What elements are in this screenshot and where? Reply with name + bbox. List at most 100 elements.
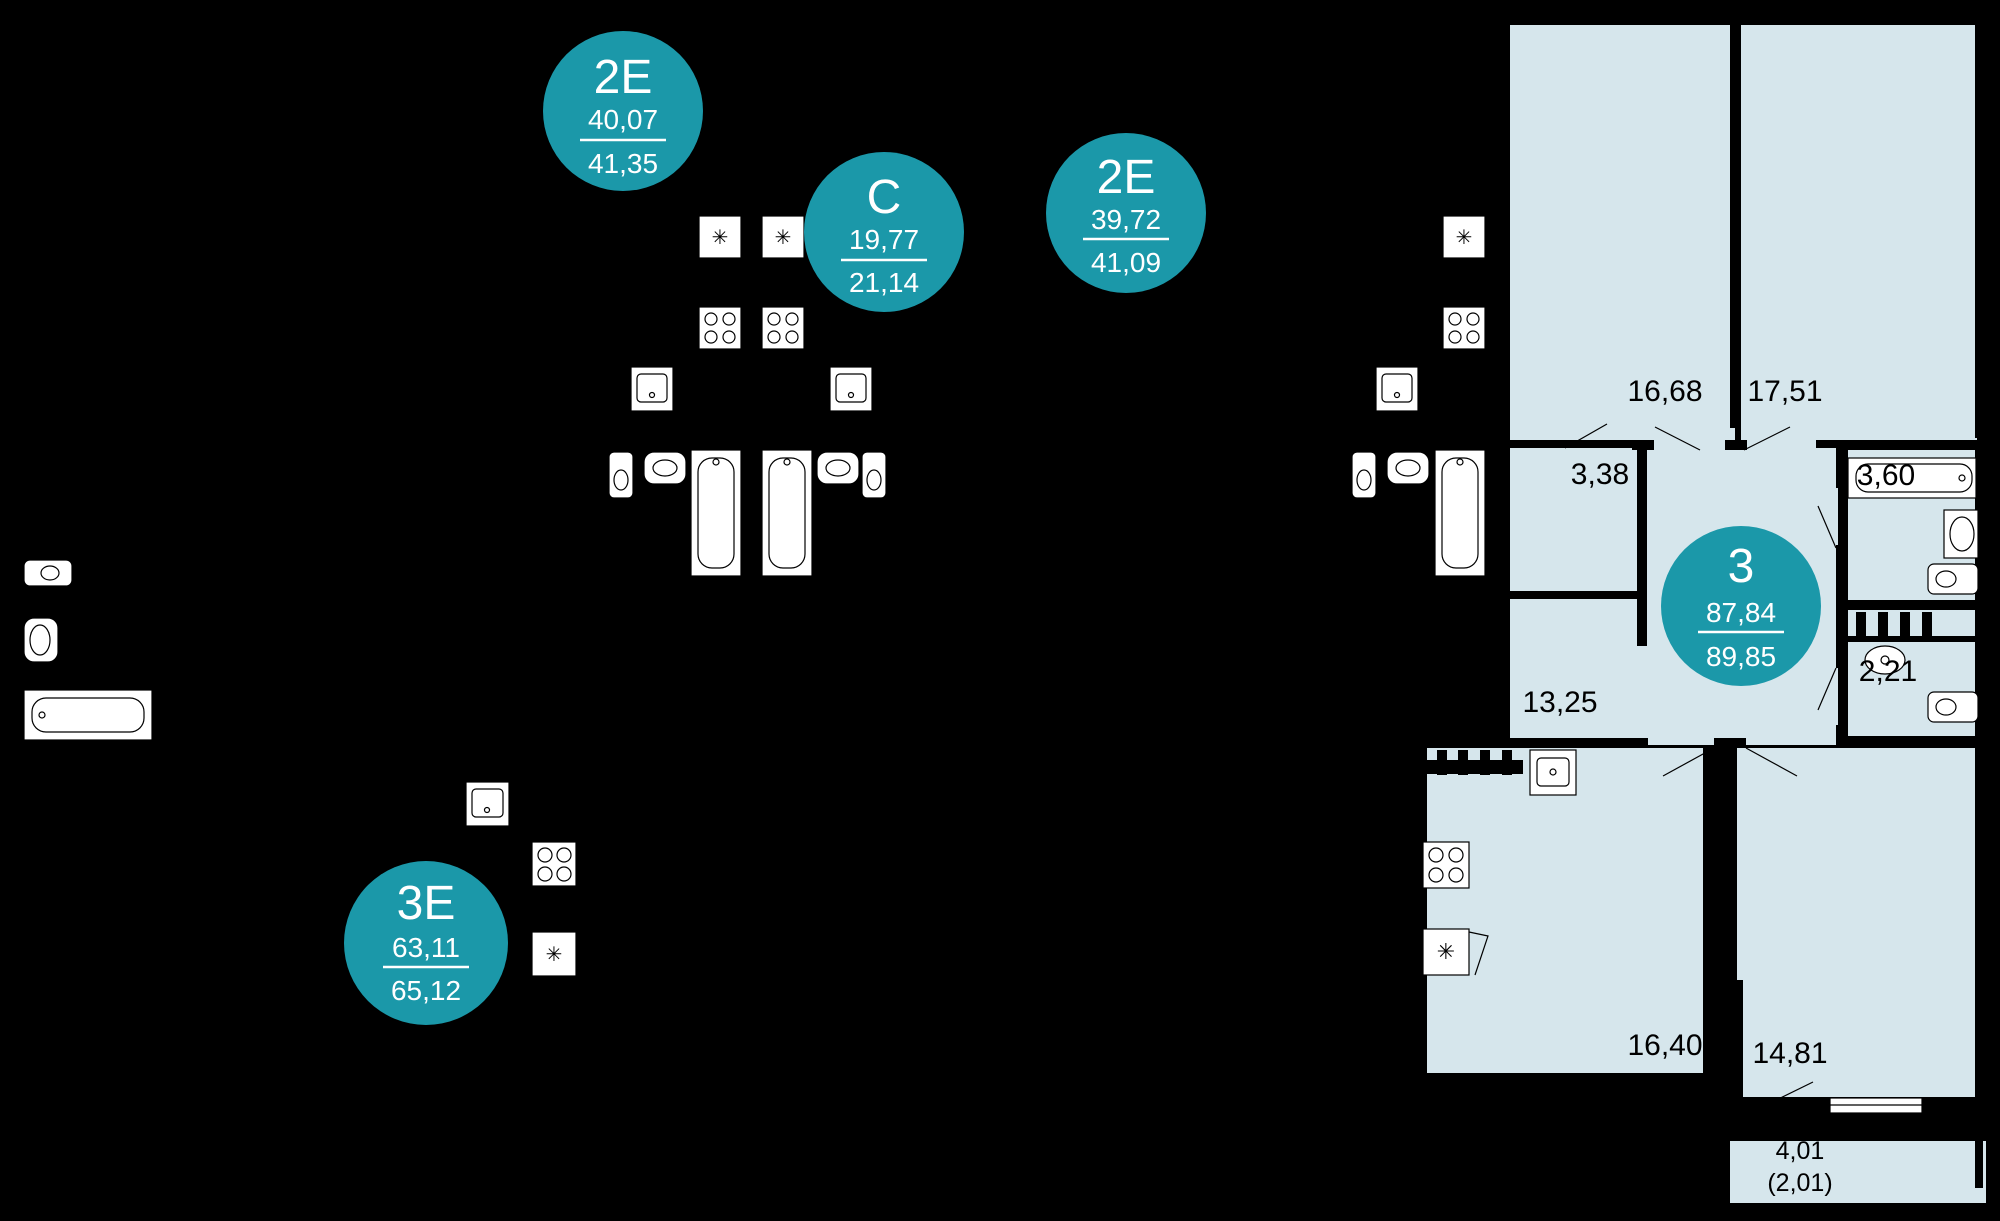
wall xyxy=(1733,980,1743,1100)
bathtub-icon xyxy=(1847,457,1977,499)
door-swing xyxy=(1564,423,1608,449)
wall xyxy=(1836,738,1983,748)
wall xyxy=(1730,1097,1760,1115)
sink-icon xyxy=(630,366,674,412)
balcony-area: 4,01 xyxy=(1776,1137,1825,1165)
fridge-icon: ✳ xyxy=(1422,928,1470,976)
fridge-icon: ✳ xyxy=(698,215,742,259)
bathroom-area: 3,60 xyxy=(1857,459,1915,492)
unit-living-area: 63,11 xyxy=(392,932,460,963)
bathtub-icon xyxy=(690,449,742,577)
wall xyxy=(1725,440,1747,450)
wall xyxy=(1922,612,1932,636)
unit-total-area: 41,09 xyxy=(1091,247,1161,278)
door-swing xyxy=(1654,426,1701,451)
bathtub-icon xyxy=(761,449,813,577)
wall xyxy=(1836,725,1846,745)
unit-total-area: 41,35 xyxy=(588,148,658,179)
unit-badge-2e-left: 2E 40,07 41,35 xyxy=(543,31,703,191)
wall xyxy=(1842,636,1983,642)
wall xyxy=(1730,18,1740,428)
unit-3e-fixtures: ✳ 3E 63,11 65,12 xyxy=(23,559,577,1025)
stove-icon xyxy=(531,841,577,887)
wall xyxy=(1816,440,1983,448)
wall xyxy=(1900,612,1910,636)
wall xyxy=(1458,750,1468,775)
fridge-icon: ✳ xyxy=(761,215,805,259)
door-swing xyxy=(1759,1081,1814,1109)
fridge-icon: ✳ xyxy=(531,931,577,977)
wall xyxy=(1714,738,1746,748)
unit-total-area: 89,85 xyxy=(1706,641,1776,672)
bedroom-right-area: 17,51 xyxy=(1747,375,1822,408)
wall xyxy=(1423,748,1427,1078)
washbasin-icon xyxy=(1386,451,1430,485)
sink-icon xyxy=(829,366,873,412)
wall xyxy=(1856,612,1866,636)
stove-icon xyxy=(1442,306,1486,350)
living-room-area: 14,81 xyxy=(1752,1037,1827,1070)
toilet-icon xyxy=(1927,563,1979,595)
door-swing xyxy=(1817,505,1837,549)
unit-badge-c: C 19,77 21,14 xyxy=(804,152,964,312)
toilet-icon xyxy=(1351,451,1377,499)
unit-total-area: 65,12 xyxy=(391,975,461,1006)
wall xyxy=(1842,602,1983,610)
toilet-icon xyxy=(23,559,73,587)
svg-text:✳: ✳ xyxy=(1437,939,1455,964)
unit-living-area: 87,84 xyxy=(1706,597,1776,628)
washbasin-icon xyxy=(1943,509,1979,559)
wall xyxy=(1480,750,1490,775)
balcony-reduced-area: (2,01) xyxy=(1767,1169,1832,1197)
wall xyxy=(1437,750,1447,775)
unit-type: 2E xyxy=(1097,151,1156,204)
wall xyxy=(1508,738,1648,748)
sink-icon xyxy=(1375,366,1419,412)
wall xyxy=(1878,612,1888,636)
washbasin-icon xyxy=(816,451,860,485)
stove-icon xyxy=(761,306,805,350)
wall xyxy=(1637,448,1647,646)
bathtub-icon xyxy=(23,689,153,741)
unit-badge-2e-right: 2E 39,72 41,09 xyxy=(1046,133,1206,293)
wall xyxy=(1423,760,1523,774)
balcony xyxy=(1730,1137,1986,1203)
hall-area: 13,25 xyxy=(1522,686,1597,719)
toilet-icon xyxy=(1927,691,1979,723)
upper-units-fixtures: ✳ ✳ xyxy=(543,31,1486,577)
door-swing xyxy=(1662,747,1715,777)
door-swing xyxy=(1745,747,1798,777)
unit-living-area: 19,77 xyxy=(849,224,919,255)
stove-icon xyxy=(1422,841,1470,889)
wall xyxy=(1502,750,1512,775)
stove-icon xyxy=(698,306,742,350)
unit-living-area: 40,07 xyxy=(588,104,658,135)
unit-badge-3e: 3E 63,11 65,12 xyxy=(344,861,508,1025)
toilet-area: 2,21 xyxy=(1859,655,1917,688)
svg-text:✳: ✳ xyxy=(546,944,563,966)
door-swing xyxy=(1743,426,1791,451)
wall xyxy=(1702,1073,1737,1081)
wall xyxy=(1502,0,1510,745)
kitchen-area: 16,40 xyxy=(1627,1029,1702,1062)
svg-text:✳: ✳ xyxy=(775,227,792,249)
fridge-door xyxy=(1468,931,1489,976)
unit-type: 2E xyxy=(594,51,653,104)
washbasin-icon xyxy=(1864,645,1906,675)
unit-badge-3: 3 87,84 89,85 xyxy=(1661,526,1821,686)
wall xyxy=(1836,448,1844,488)
wall xyxy=(1975,448,1983,1188)
toilet-icon xyxy=(608,451,634,499)
unit-type: 3 xyxy=(1728,540,1755,593)
sink-icon xyxy=(1529,749,1577,796)
bedroom-left xyxy=(1508,25,1735,445)
wall xyxy=(1975,18,1983,438)
unit-total-area: 21,14 xyxy=(849,267,919,298)
bedroom-left-area: 16,68 xyxy=(1627,375,1702,408)
svg-text:✳: ✳ xyxy=(1456,227,1473,249)
door-swing xyxy=(1817,667,1837,711)
wall xyxy=(1632,440,1654,450)
living-room xyxy=(1737,748,1977,1097)
sink-icon xyxy=(465,781,510,827)
